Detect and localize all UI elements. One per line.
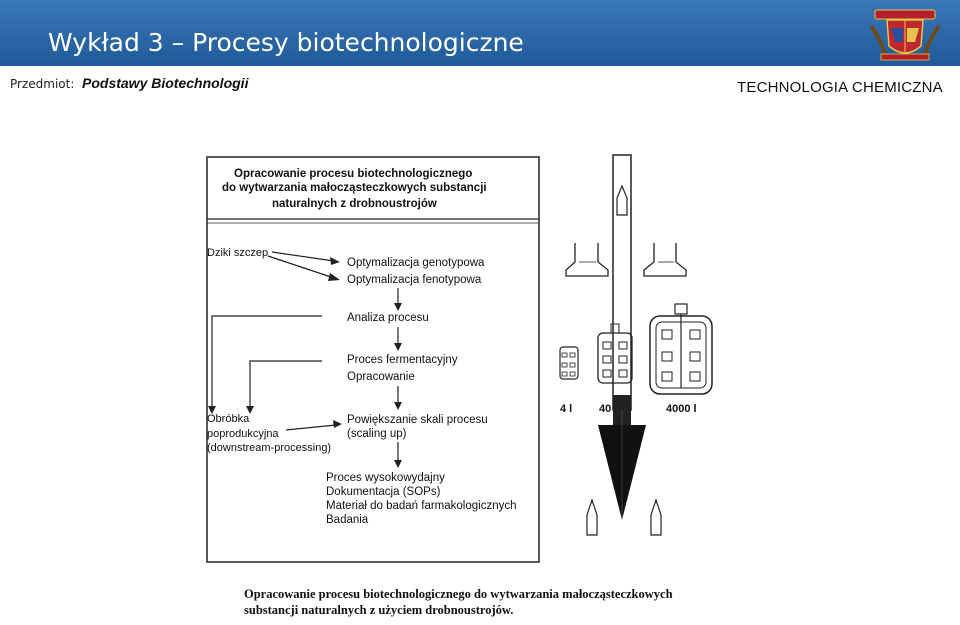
- step-scaling-up: (scaling up): [347, 428, 407, 440]
- final-line-1: Proces wysokowydajny: [326, 472, 445, 484]
- subject-value: Podstawy Biotechnologii: [82, 75, 249, 91]
- step-fermentation: Proces fermentacyjny: [347, 354, 458, 366]
- final-line-2: Dokumentacja (SOPs): [326, 486, 441, 498]
- department-name: TECHNOLOGIA CHEMICZNA: [737, 79, 943, 96]
- side-label-2: poprodukcyjna: [207, 428, 279, 440]
- subject-label: Przedmiot:: [10, 77, 75, 91]
- university-crest-icon: [869, 9, 941, 61]
- step-genotype: Optymalizacja genotypowa: [347, 257, 485, 269]
- step-analysis: Analiza procesu: [347, 312, 429, 324]
- start-label: Dziki szczep: [207, 247, 268, 259]
- side-label-1: Obróbka: [207, 413, 250, 425]
- diagram-frame: [206, 156, 540, 563]
- final-line-4: Badania: [326, 514, 369, 526]
- side-label-3: (downstream-processing): [207, 442, 331, 454]
- scale-up-illustration: [559, 154, 713, 536]
- header-bar: [0, 0, 960, 66]
- diagram-title-line-1: Opracowanie procesu biotechnologicznego: [234, 168, 472, 180]
- volume-4000l: 4000 l: [666, 403, 697, 415]
- final-line-3: Materiał do badań farmakologicznych: [326, 500, 517, 512]
- diagram-caption: Opracowanie procesu biotechnologicznego …: [244, 587, 673, 617]
- step-phenotype: Optymalizacja fenotypowa: [347, 274, 482, 286]
- diagram-title-line-2: do wytwarzania małocząsteczkowych substa…: [222, 182, 487, 194]
- step-development: Opracowanie: [347, 371, 415, 383]
- volume-4l: 4 l: [560, 403, 572, 415]
- step-scale-up: Powiększanie skali procesu: [347, 414, 488, 426]
- diagram-title-line-3: naturalnych z drobnoustrojów: [272, 198, 437, 210]
- volume-40l: 40: [599, 403, 611, 415]
- slide-title: Wykład 3 – Procesy biotechnologiczne: [48, 28, 524, 57]
